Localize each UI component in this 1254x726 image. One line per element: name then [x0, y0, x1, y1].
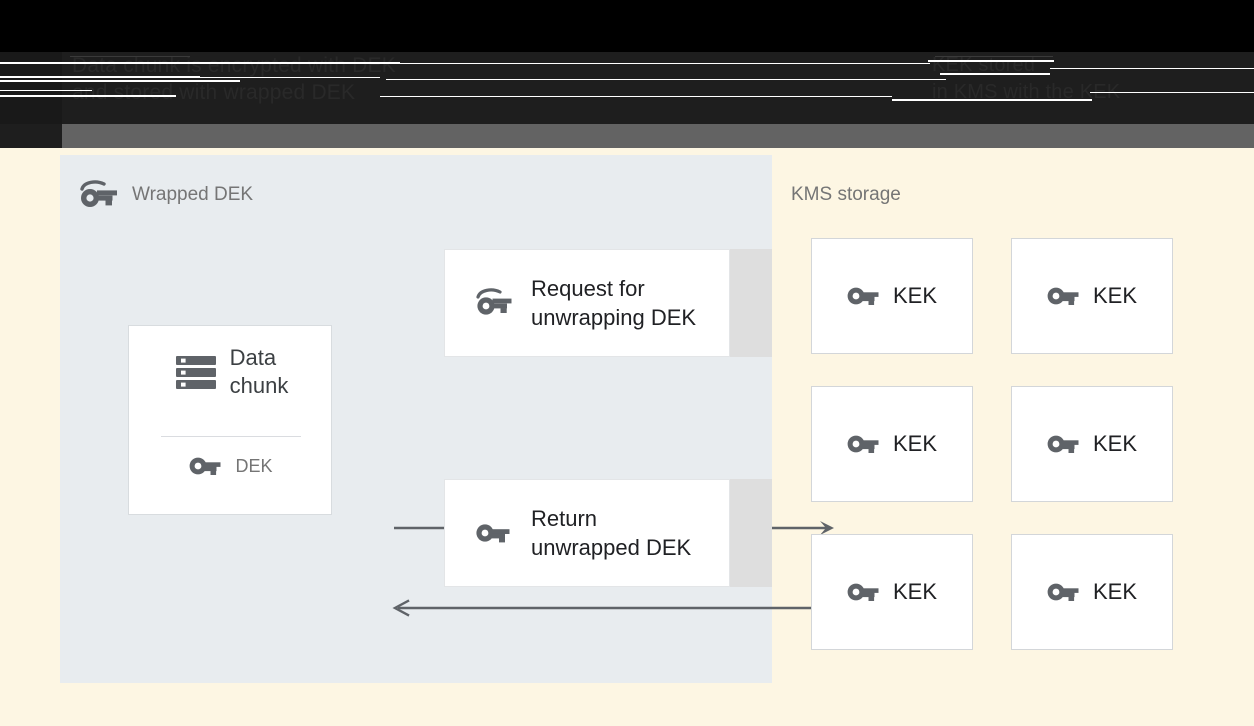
key-icon — [1047, 284, 1079, 308]
header-title-right-line1: KEK stored — [932, 54, 1036, 76]
kek-box[interactable]: KEK — [1011, 238, 1173, 354]
glitch-streak — [70, 56, 190, 57]
kek-box[interactable]: KEK — [1011, 534, 1173, 650]
key-icon — [847, 580, 879, 604]
glitch-streak — [200, 77, 380, 78]
header-title-right-line2: in KMS with the KEK — [932, 81, 1121, 103]
return-card-text: Return unwrapped DEK — [531, 504, 691, 562]
arrow-return-left — [392, 599, 834, 617]
key-icon — [847, 432, 879, 456]
key-icon — [1047, 432, 1079, 456]
key-icon — [475, 517, 513, 549]
data-chunk-divider — [161, 436, 301, 437]
header-dark-band-left — [0, 52, 62, 124]
dek-row: DEK — [129, 454, 333, 478]
glitch-streak — [1090, 92, 1254, 93]
toolbar-gray-band-left — [0, 124, 62, 148]
glitch-streak — [892, 99, 1092, 101]
kek-label: KEK — [892, 283, 938, 308]
data-chunk-title-line1: Data — [229, 345, 277, 370]
kek-box[interactable]: KEK — [811, 386, 973, 502]
request-card-text: Request for unwrapping DEK — [531, 274, 696, 332]
key-icon — [847, 284, 879, 308]
return-card[interactable]: Return unwrapped DEK — [444, 479, 730, 587]
header-title-left-line1: Data chunk is encrypted with DEK — [72, 54, 396, 77]
return-card-strip — [730, 479, 772, 587]
toolbar-gray-band — [0, 124, 1254, 148]
glitch-streak — [0, 90, 92, 91]
request-card-line1: Request for — [531, 276, 645, 301]
kek-label: KEK — [1092, 283, 1138, 308]
top-black-band — [0, 0, 1254, 52]
glitch-streak — [398, 63, 930, 64]
data-chunk-card[interactable]: Data chunk DEK — [128, 325, 332, 515]
request-card-strip — [730, 249, 772, 357]
glitch-streak — [0, 62, 400, 64]
data-chunk-title-line2: chunk — [229, 373, 289, 398]
key-icon — [189, 454, 221, 478]
header-title-right: KEK stored in KMS with the KEK — [932, 52, 1120, 106]
server-icon — [174, 350, 218, 394]
return-card-line1: Return — [531, 506, 598, 531]
wrapped-dek-panel: Wrapped DEK Data chunk — [60, 155, 834, 683]
request-card[interactable]: Request for unwrapping DEK — [444, 249, 730, 357]
glitch-streak — [940, 73, 1050, 75]
header-title-left-line2: and stored with wrapped DEK — [72, 81, 356, 104]
glitch-streak — [928, 60, 1054, 62]
kek-box[interactable]: KEK — [811, 238, 973, 354]
wrapped-key-icon — [78, 179, 118, 211]
kek-box[interactable]: KEK — [1011, 386, 1173, 502]
header-title-left: Data chunk is encrypted with DEK and sto… — [72, 52, 396, 106]
wrapped-key-icon — [475, 287, 513, 319]
request-card-line2: unwrapping DEK — [531, 305, 697, 330]
header-dark-band — [0, 52, 1254, 124]
kek-label: KEK — [1092, 579, 1138, 604]
data-chunk-title: Data chunk — [230, 344, 289, 400]
glitch-streak — [1050, 68, 1254, 69]
dek-label: DEK — [235, 456, 273, 476]
key-icon — [1047, 580, 1079, 604]
kek-label: KEK — [892, 579, 938, 604]
wrapped-dek-panel-title: Wrapped DEK — [132, 184, 254, 205]
kms-storage-title: KMS storage — [791, 184, 901, 205]
glitch-streak — [935, 56, 1053, 57]
kek-label: KEK — [892, 431, 938, 456]
glitch-streak — [0, 80, 240, 82]
kek-label: KEK — [1092, 431, 1138, 456]
glitch-streak — [0, 76, 200, 78]
glitch-streak — [386, 79, 946, 80]
return-card-line2: unwrapped DEK — [531, 535, 692, 560]
glitch-streak — [0, 95, 176, 97]
data-chunk-header: Data chunk — [129, 344, 333, 400]
kek-box[interactable]: KEK — [811, 534, 973, 650]
glitch-streak — [380, 96, 892, 97]
